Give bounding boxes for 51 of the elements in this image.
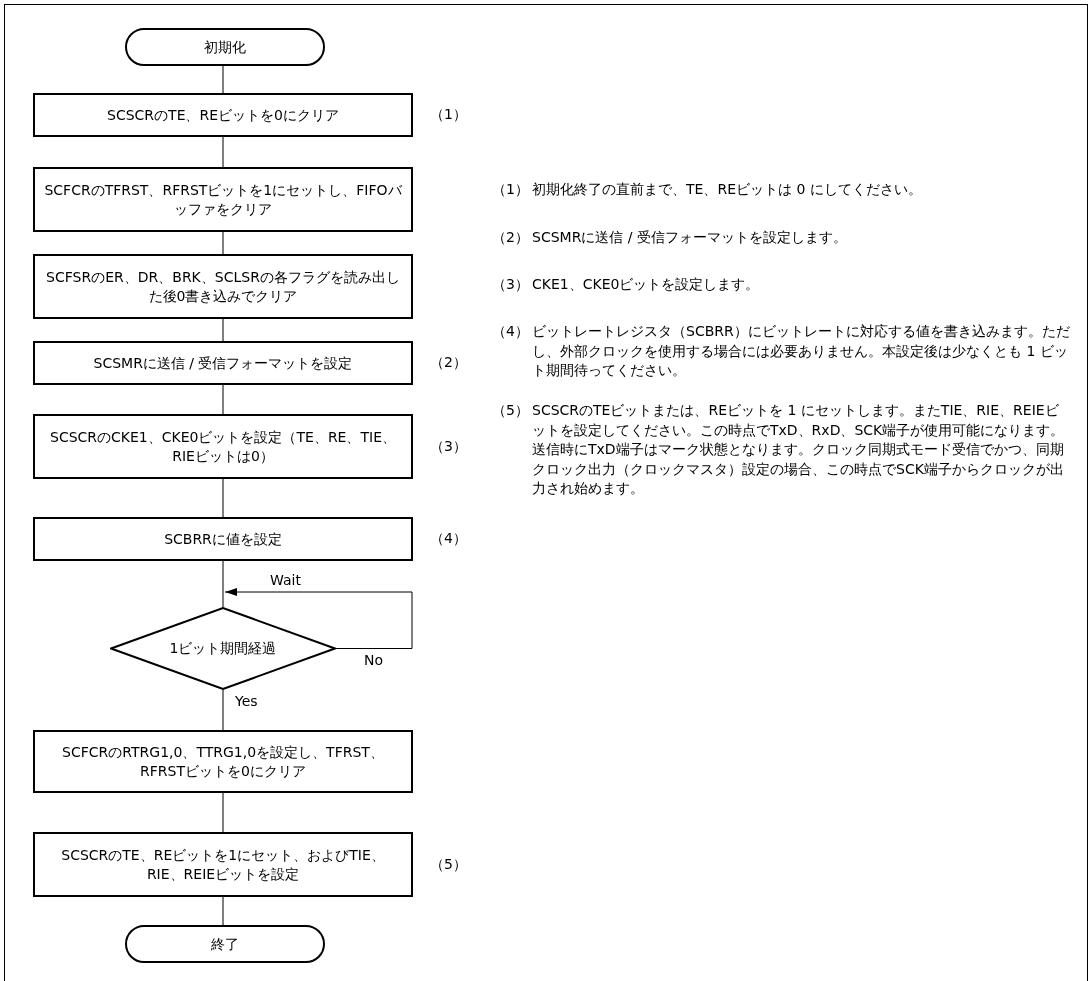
step-text: SCBRRに値を設定	[163, 529, 283, 549]
terminal-box	[125, 925, 325, 963]
note-text: ビットレートレジスタ（SCBRR）にビットレートに対応する値を書き込みます。ただし、外部クロックを使用する場合には必要ありません。本設定後は少なくとも 1 ビット期間待ってください。	[532, 322, 1071, 381]
note-number: （2）	[492, 228, 530, 247]
step-text: SCSMRに送信 / 受信フォーマットを設定	[92, 353, 354, 373]
step-number: （5）	[430, 856, 467, 871]
step-text: SCSCRのTE、REビットを1にセット、およびTIE、RIE、REIEビットを設定	[60, 845, 386, 884]
loop-label: Wait	[270, 571, 302, 590]
connector-line	[222, 689, 224, 731]
note-number: （4）	[492, 322, 530, 341]
process-box	[33, 167, 413, 232]
connector-line	[222, 560, 224, 608]
process-box	[33, 730, 413, 793]
connector-line	[222, 318, 224, 342]
note-text: CKE1、CKE0ビットを設定します。	[532, 275, 761, 294]
process-box	[33, 254, 413, 319]
connector-line	[222, 896, 224, 926]
step-number: （2）	[430, 355, 467, 369]
step-number: （4）	[430, 531, 467, 545]
step-number: （1）	[430, 107, 467, 121]
connector-line	[222, 231, 224, 255]
decision-diamond	[110, 607, 336, 690]
process-box	[33, 517, 413, 561]
process-box	[33, 93, 413, 137]
edge-label: No	[362, 652, 386, 667]
connector-line	[222, 478, 224, 518]
step-text: 1ビット期間経過	[168, 639, 278, 658]
note-number: （1）	[492, 180, 530, 199]
step-number: （3）	[430, 438, 467, 453]
terminal-box	[125, 28, 325, 66]
step-text: SCSCRのCKE1、CKE0ビットを設定（TE、RE、TIE、RIEビットは0）	[49, 427, 397, 466]
edge-label: Yes	[233, 694, 260, 708]
note-text: SCSCRのTEビットまたは、REビットを 1 にセットします。またTIE、RIE、REIEビットを設定してください。この時点でTxD、RxD、SCK端子が使用可能になります。送信時にTxD端子はマーク状態となります。クロック同期式モード受信でかつ、同期クロック出力（クロックマスタ）設定の場合、この時点でSCK端子からクロックが出力され始めます。	[532, 401, 1066, 499]
step-text: 終了	[210, 934, 240, 954]
process-box	[33, 341, 413, 385]
step-text: SCFSRのER、DR、BRK、SCLSRの各フラグを読み出した後0書き込みでクリア	[45, 267, 401, 306]
note-number: （3）	[492, 275, 530, 294]
arrow	[224, 588, 413, 649]
note-number: （5）	[492, 401, 530, 420]
step-text: SCFCRのTFRST、RFRSTビットを1にセットし、FIFOバッファをクリア	[43, 180, 403, 219]
process-box	[33, 832, 413, 897]
connector-line	[222, 136, 224, 168]
connector-line	[222, 65, 224, 94]
note-text: 初期化終了の直前まで、TE、REビットは 0 にしてください。	[532, 180, 923, 199]
connector-line	[222, 792, 224, 833]
process-box	[33, 414, 413, 479]
note-text: SCSMRに送信 / 受信フォーマットを設定します。	[532, 228, 848, 247]
step-text: SCSCRのTE、REビットを0にクリア	[106, 105, 340, 125]
step-text: 初期化	[203, 37, 247, 57]
step-text: SCFCRのRTRG1,0、TTRG1,0を設定し、TFRST、RFRSTビットを0にクリア	[61, 742, 385, 781]
connector-line	[222, 384, 224, 415]
